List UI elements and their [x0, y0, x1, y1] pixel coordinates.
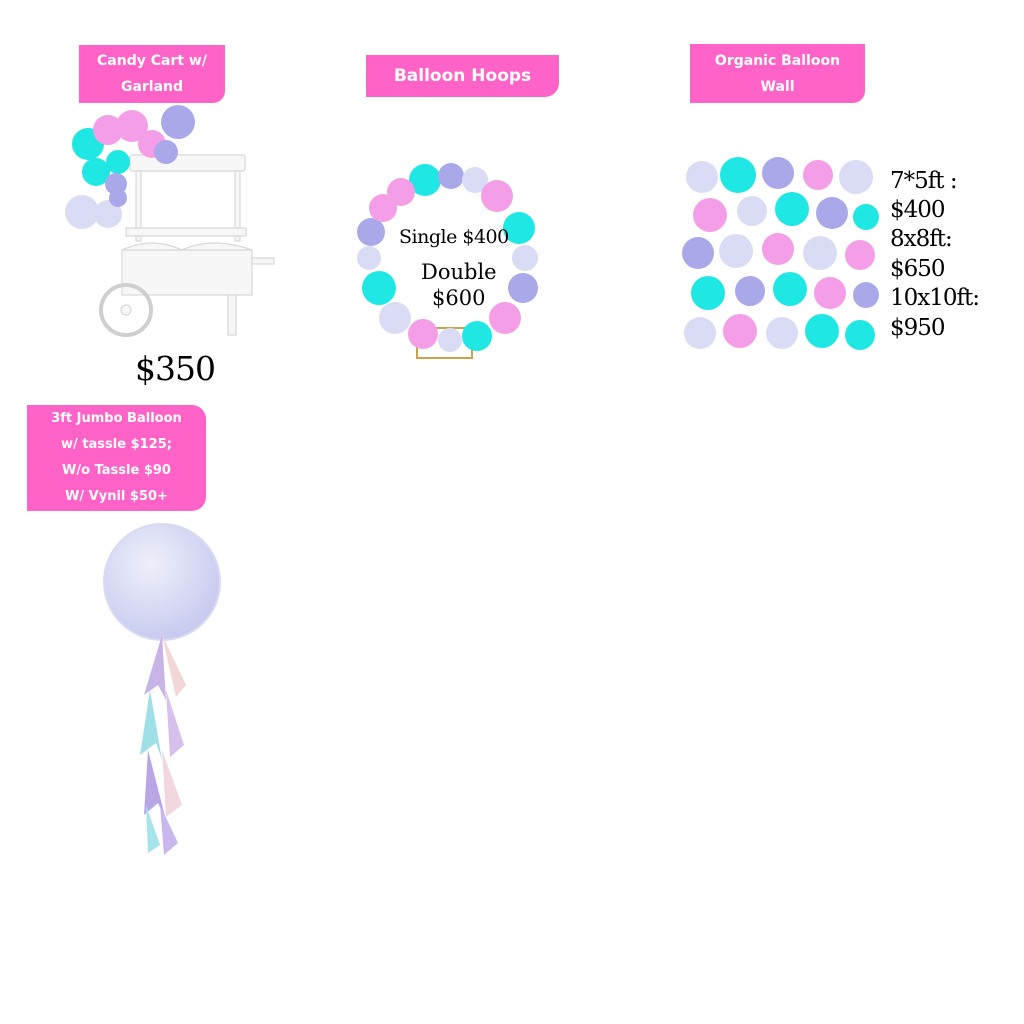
balloon-hoop-image	[357, 163, 538, 359]
jumbo-balloon-tag-line-1: 3ft Jumbo Balloon	[51, 411, 182, 426]
organic-wall-price-10x10-label: 10x10ft:	[890, 285, 980, 311]
organic-wall-tag-line-2: Wall	[760, 78, 795, 95]
jumbo-balloon-tag-line-4: W/ Vynil $50+	[65, 489, 168, 504]
organic-balloon-wall-image	[682, 157, 879, 350]
candy-cart-tag: Candy Cart w/ Garland	[79, 45, 225, 103]
balloon-hoops-price-double: $600	[432, 286, 486, 310]
tassel	[140, 635, 186, 855]
organic-wall-price-8x8-label: 8x8ft:	[890, 226, 953, 252]
balloon-hoops-price-double-label: Double	[421, 260, 497, 284]
candy-cart-garland	[65, 105, 195, 229]
organic-wall-tag: Organic Balloon Wall	[690, 44, 865, 103]
organic-wall-balloons	[682, 157, 879, 350]
candy-cart-tag-line-2: Garland	[120, 79, 184, 95]
organic-wall-price-7x5-label: 7*5ft :	[890, 168, 958, 194]
balloon-hoops-tag: Balloon Hoops	[366, 55, 559, 97]
organic-wall-price-7x5: $400	[890, 197, 946, 223]
jumbo-balloon-tag-line-2: w/ tassle $125;	[61, 437, 172, 452]
organic-wall-price-8x8: $650	[890, 256, 946, 282]
organic-wall-tag-line-1: Organic Balloon	[714, 52, 841, 69]
jumbo-balloon-tag: 3ft Jumbo Balloon w/ tassle $125; W/o Ta…	[27, 405, 206, 511]
jumbo-balloon-image	[103, 523, 221, 855]
candy-cart-image	[65, 105, 275, 337]
candy-cart-price: $350	[135, 349, 216, 388]
organic-wall-price-10x10: $950	[890, 315, 946, 341]
balloon-hoops-price-single: Single $400	[399, 226, 509, 248]
candy-cart-tag-line-1: Candy Cart w/	[97, 53, 207, 69]
jumbo-balloon-tag-line-3: W/o Tassle $90	[62, 463, 171, 478]
balloon-hoops-tag-line-1: Balloon Hoops	[393, 66, 532, 86]
balloon-hoop-ring	[357, 163, 538, 352]
